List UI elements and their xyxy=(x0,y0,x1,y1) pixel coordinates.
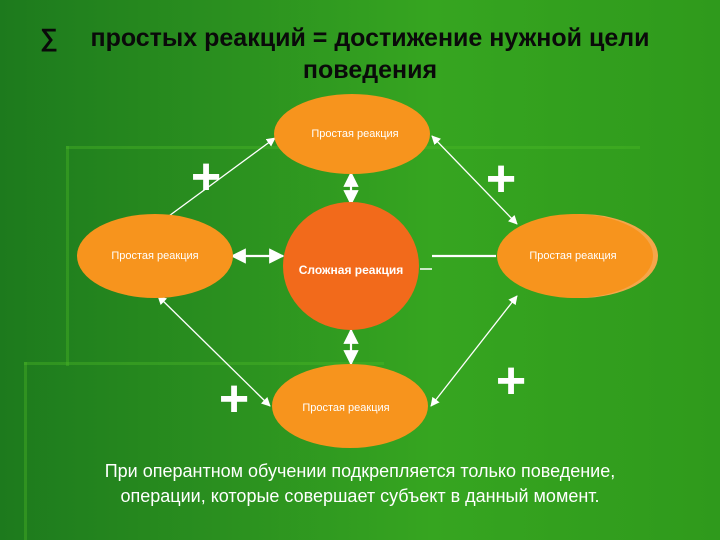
plus-top-left: + xyxy=(191,148,221,206)
node-left xyxy=(77,214,233,298)
sum-symbol: ∑ xyxy=(40,24,58,52)
node-left-label: Простая реакция xyxy=(111,250,198,262)
arrow-left-bottom xyxy=(157,295,271,407)
arrow-top-left xyxy=(157,137,276,225)
plus-bottom-right: + xyxy=(496,352,526,410)
caption-line-2: операции, которые совершает субъект в да… xyxy=(120,486,600,506)
node-top xyxy=(274,94,430,174)
node-right xyxy=(497,214,653,298)
decor-stripe-left xyxy=(66,146,69,366)
plus-bottom-left: + xyxy=(219,370,249,428)
caption: При оперантном обучении подкрепляется то… xyxy=(50,459,670,509)
node-right-label: Простая реакция xyxy=(529,250,616,262)
plus-top-right: + xyxy=(486,150,516,208)
arrow-top-right xyxy=(431,135,518,225)
decor-stripe-left2 xyxy=(24,362,27,540)
node-bottom-label: Простая реакция xyxy=(302,402,389,414)
slide-title: ∑ простых реакций = достижение нужной це… xyxy=(40,22,700,86)
node-bottom xyxy=(272,364,428,448)
node-top-label: Простая реакция xyxy=(311,128,398,140)
center-label: Сложная реакция xyxy=(299,263,404,277)
arrow-right-bottom xyxy=(430,295,518,407)
title-line-1: простых реакций = достижение нужной цели xyxy=(90,24,650,52)
caption-line-1: При оперантном обучении подкрепляется то… xyxy=(104,461,616,481)
title-line-2: поведения xyxy=(302,56,438,84)
node-center xyxy=(283,202,419,330)
